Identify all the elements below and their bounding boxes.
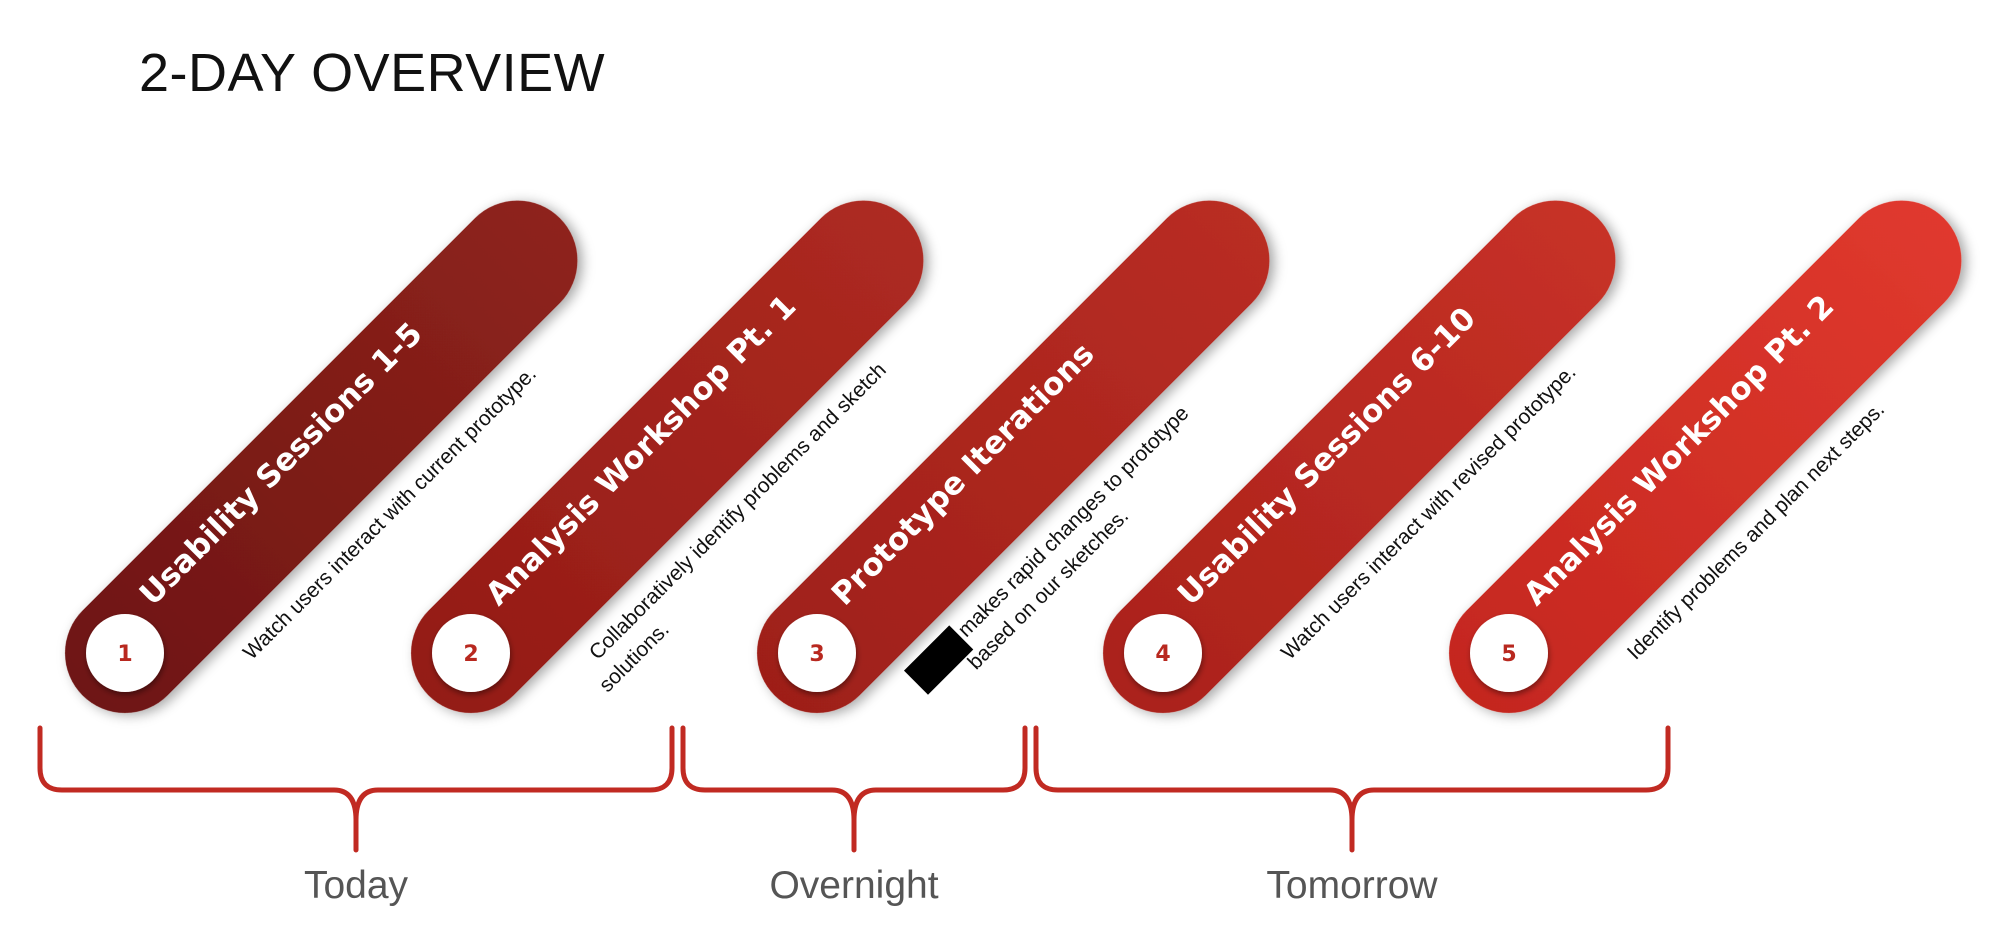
redaction-box — [903, 625, 974, 695]
step-number-badge — [1470, 614, 1548, 692]
step-number: 1 — [117, 642, 132, 667]
step-pill — [757, 200, 1270, 713]
phase-bracket — [1033, 725, 1671, 853]
step-number: 4 — [1155, 642, 1170, 667]
phase-overnight: Overnight — [680, 725, 1028, 907]
step-pill — [411, 200, 924, 713]
step-pill — [1103, 200, 1616, 713]
step-number-badge — [1124, 614, 1202, 692]
phase-brackets: Today Overnight Tomorrow — [37, 725, 1671, 907]
phase-bracket — [680, 725, 1028, 853]
phase-label: Today — [304, 864, 409, 907]
phase-label: Tomorrow — [1266, 864, 1438, 907]
step-number-badge — [778, 614, 856, 692]
step-number-badge — [86, 614, 164, 692]
page-title: 2-DAY OVERVIEW — [139, 43, 606, 103]
step-pill — [1449, 200, 1962, 713]
step-number: 3 — [809, 642, 824, 667]
step-number-badge — [432, 614, 510, 692]
phase-label: Overnight — [769, 864, 938, 907]
phase-bracket — [37, 725, 675, 853]
step-number: 5 — [1501, 642, 1516, 667]
step-number: 2 — [463, 642, 478, 667]
step-pill — [65, 200, 578, 713]
phase-today: Today — [37, 725, 675, 907]
phase-tomorrow: Tomorrow — [1033, 725, 1671, 907]
